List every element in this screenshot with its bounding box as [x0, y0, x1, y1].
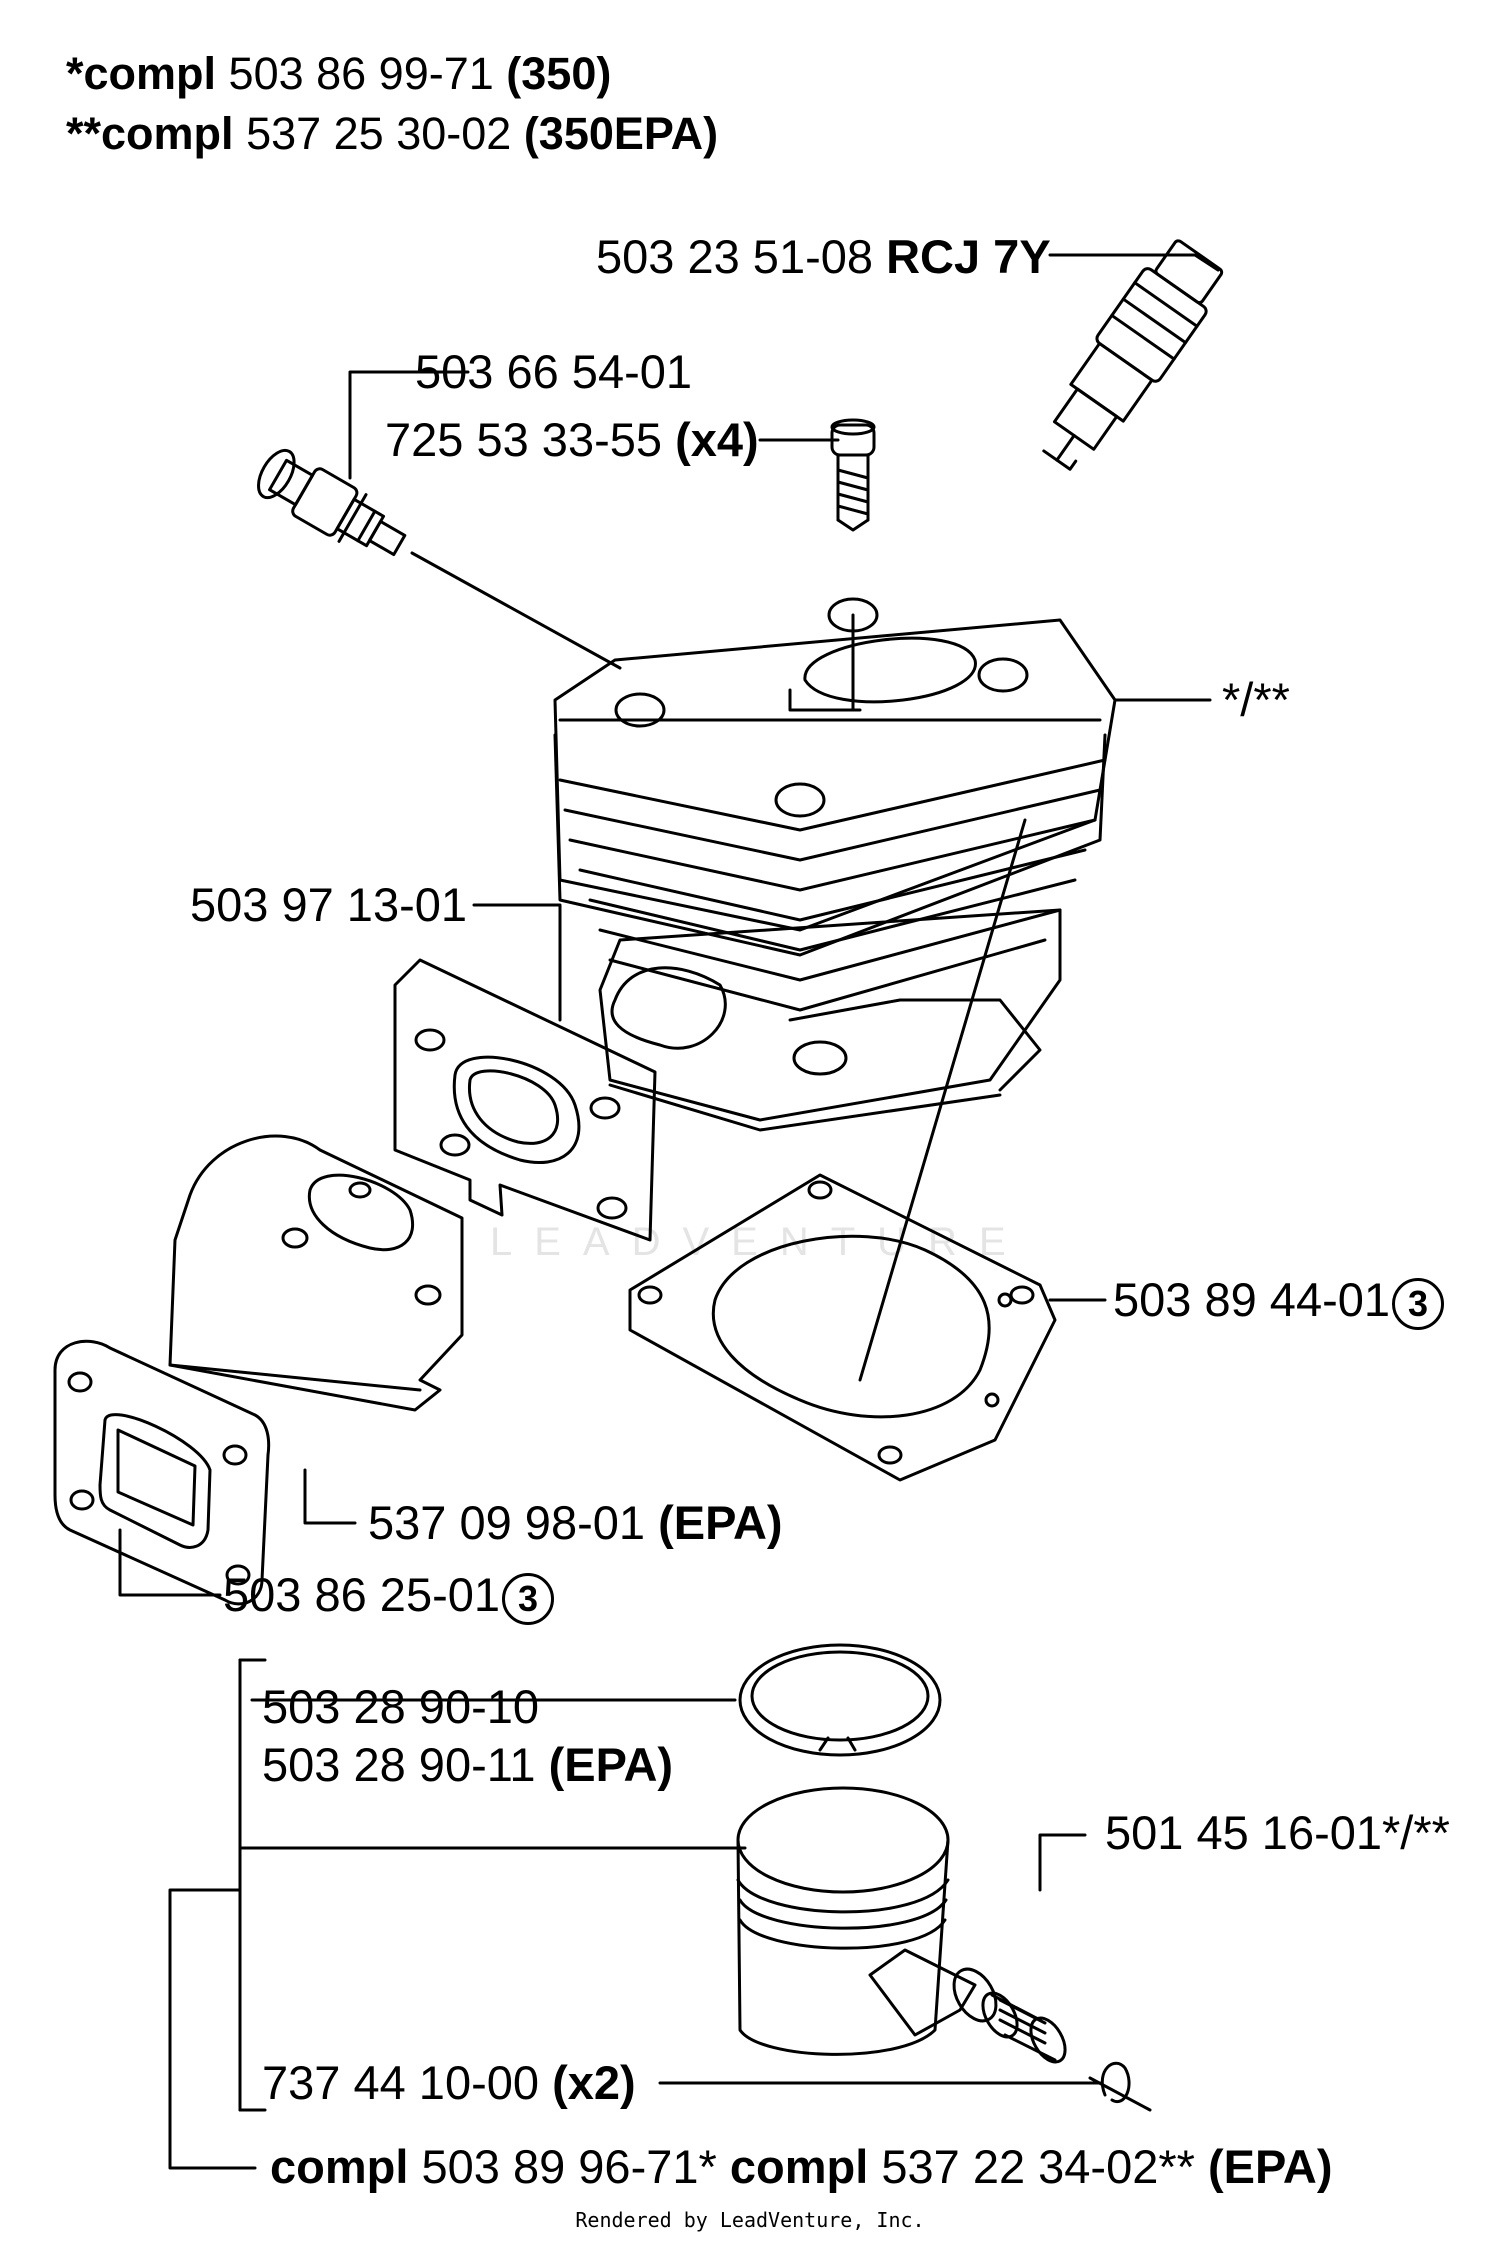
piston-ring-drawing	[738, 1643, 942, 1757]
part-number: 737 44 10-00	[262, 2056, 540, 2109]
watermark: LEADVENTURE	[490, 1220, 1028, 1264]
cylinder-drawing	[553, 597, 1117, 1132]
part-number: 503 89 44-01	[1113, 1273, 1391, 1326]
callout-piston-ring-2: 503 28 90-11 (EPA)	[262, 1738, 673, 1792]
part-suffix: RCJ 7Y	[886, 230, 1051, 283]
footer-credit: Rendered by LeadVenture, Inc.	[575, 2208, 925, 2232]
intake-gasket-plate-drawing	[393, 958, 657, 1242]
callout-circlip: 737 44 10-00 (x2)	[262, 2056, 636, 2110]
part-suffix: (x4)	[675, 413, 759, 466]
part-prefix: compl	[729, 2140, 869, 2193]
header-model: (350EPA)	[523, 108, 719, 159]
quantity-badge: 3	[1392, 1277, 1445, 1330]
screw-drawing	[830, 418, 876, 532]
callout-spark-plug: 503 23 51-08 RCJ 7Y	[596, 230, 1051, 284]
header-line-2: **compl 537 25 30-02 (350EPA)	[66, 108, 718, 160]
part-number: 537 09 98-01	[368, 1496, 646, 1549]
part-number: 503 66 54-01	[415, 345, 693, 398]
callout-intake-gasket-plate: 503 97 13-01	[190, 878, 467, 932]
part-suffix: (x2)	[552, 2056, 636, 2109]
quantity-badge: 3	[502, 1572, 555, 1625]
decomp-valve-drawing	[257, 448, 407, 557]
part-number: 503 28 90-10	[262, 1680, 540, 1733]
header-prefix: *compl	[66, 48, 217, 99]
callout-piston-ring-1: 503 28 90-10	[262, 1680, 539, 1734]
leader-lines	[118, 253, 1220, 2170]
part-number: 537 22 34-02**	[881, 2140, 1195, 2193]
needle-bearing-drawing	[981, 1991, 1067, 2064]
callout-screw: 725 53 33-55 (x4)	[385, 413, 759, 467]
part-suffix: (EPA)	[548, 1738, 674, 1791]
spark-plug-drawing	[1042, 239, 1224, 471]
part-number: 503 89 96-71*	[421, 2140, 717, 2193]
header-prefix: **compl	[66, 108, 234, 159]
callout-decomp-valve: 503 66 54-01	[415, 345, 692, 399]
part-prefix: compl	[270, 2140, 409, 2193]
part-suffix: (EPA)	[658, 1496, 783, 1549]
part-suffix: (EPA)	[1208, 2140, 1333, 2193]
part-number: 725 53 33-55	[385, 413, 663, 466]
part-number: */**	[1222, 673, 1290, 726]
header-part-number: 503 86 99-71	[228, 48, 494, 99]
heat-shield-drawing	[168, 1134, 464, 1412]
base-gasket-drawing	[628, 1173, 1057, 1482]
header-model: (350)	[506, 48, 612, 99]
piston-drawing	[736, 1786, 998, 2056]
part-number: 503 23 51-08	[596, 230, 874, 283]
header-part-number: 537 25 30-02	[246, 108, 512, 159]
circlip-drawing	[1100, 2061, 1131, 2104]
part-number: 503 86 25-01	[223, 1568, 501, 1621]
callout-needle-bearing: 501 45 16-01*/**	[1105, 1806, 1450, 1860]
muffler-gasket-drawing	[53, 1339, 271, 1606]
callout-cylinder: */**	[1222, 673, 1290, 727]
part-number: 503 28 90-11	[262, 1738, 536, 1791]
part-number: 501 45 16-01*/**	[1105, 1806, 1450, 1859]
callout-heat-shield: 537 09 98-01 (EPA)	[368, 1496, 783, 1550]
callout-piston-complete: compl 503 89 96-71* compl 537 22 34-02**…	[270, 2140, 1332, 2194]
header-line-1: *compl 503 86 99-71 (350)	[66, 48, 611, 100]
part-number: 503 97 13-01	[190, 878, 468, 931]
